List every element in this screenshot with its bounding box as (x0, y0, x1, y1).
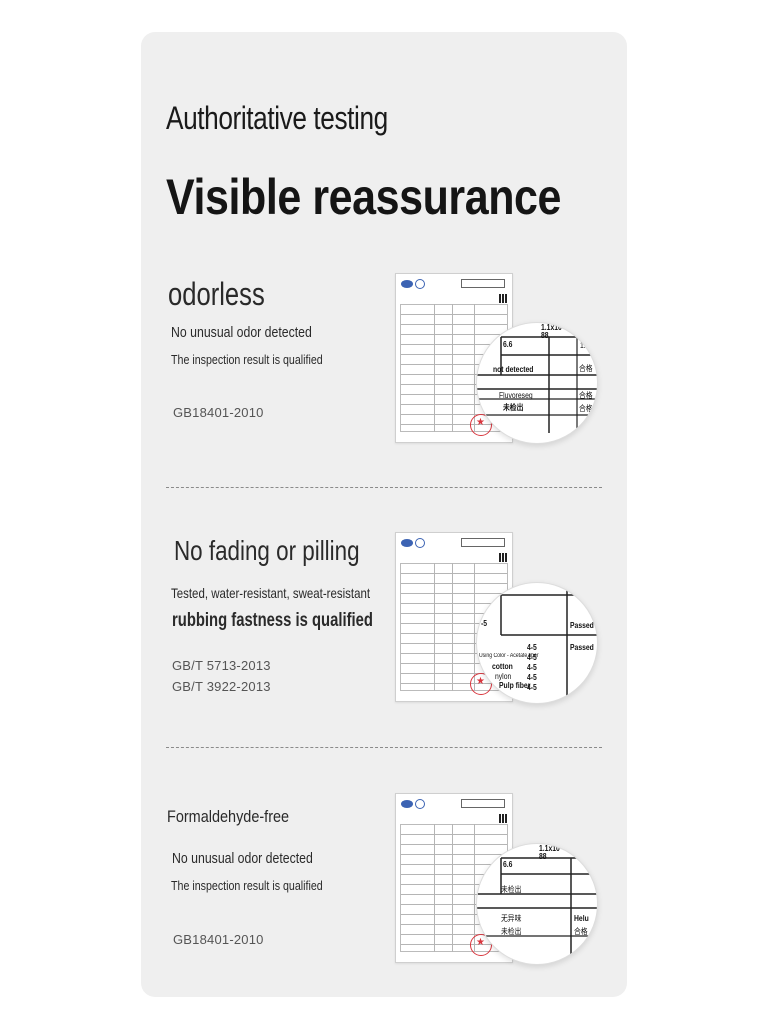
section-divider (166, 487, 602, 488)
magnified-text: 合格 (579, 391, 593, 400)
magnified-text: 88 (541, 331, 549, 340)
magnified-text: 未检出 (503, 403, 524, 412)
magnified-text: cotton (492, 662, 513, 671)
magnified-report-detail: Passed Passed -5 Using Color - Acetate f… (476, 582, 598, 704)
section-title-formaldehyde: Formaldehyde-free (167, 807, 290, 826)
section-line-1: Tested, water-resistant, sweat-resistant (171, 585, 371, 601)
section-line-1: No unusual odor detected (171, 324, 312, 341)
section-divider (166, 747, 602, 748)
magnified-text: 未检出 (501, 885, 522, 894)
magnified-text: 无异味 (501, 914, 522, 923)
content-card (141, 32, 627, 997)
magnified-text: Using Color - Acetate fiber (479, 653, 539, 659)
section-line-2: rubbing fastness is qualified (172, 610, 373, 631)
magnified-text: 未检出 (501, 927, 522, 936)
magnified-text: Pulp fiber (499, 681, 531, 690)
magnified-text: 4-5 (527, 643, 537, 652)
magnified-text: 4-5 (527, 683, 537, 692)
magnified-text: 合格 (579, 364, 593, 373)
magnified-text: 88 (539, 852, 547, 861)
magnified-text: 1. (580, 341, 586, 350)
magnified-text: 1.1x10 (541, 323, 562, 332)
page-subtitle: Authoritative testing (166, 100, 388, 136)
magnified-text: 4-5 (527, 653, 537, 662)
standard-code: GB18401-2010 (173, 405, 264, 420)
page-title: Visible reassurance (166, 169, 562, 225)
section-title-fading: No fading or pilling (174, 535, 360, 566)
magnified-text: -5 (481, 619, 488, 628)
standard-code: GB/T 5713-2013 (172, 658, 271, 673)
magnified-text: 合格 (579, 404, 593, 413)
section-title-odorless: odorless (168, 276, 265, 312)
magnified-text: not detected (493, 365, 534, 374)
magnified-text: nylon (495, 672, 512, 681)
section-line-2: The inspection result is qualified (171, 878, 323, 893)
magnified-text: 6.6 (503, 340, 513, 349)
magnified-text: 6.6 (503, 860, 513, 869)
standard-code: GB/T 3922-2013 (172, 679, 271, 694)
magnified-text: Fluvoreseg (499, 391, 533, 400)
magnified-text: Helu (574, 914, 589, 923)
section-line-1: No unusual odor detected (172, 850, 313, 867)
section-line-2: The inspection result is qualified (171, 352, 323, 367)
magnified-report-detail: 1.1x10 88 6.6 not detected Fluvoreseg 未检… (476, 322, 598, 444)
magnified-text: 4-5 (527, 663, 537, 672)
magnified-text: 4-5 (527, 673, 537, 682)
magnified-text: Passed (570, 621, 594, 630)
magnified-text: 合格 (574, 927, 588, 936)
magnified-report-detail: 1.1x10 88 6.6 未检出 无异味 未检出 Helu 合格 (476, 843, 598, 965)
magnified-text: Passed (570, 643, 594, 652)
standard-code: GB18401-2010 (173, 932, 264, 947)
magnified-text: 1.1x10 (539, 844, 560, 853)
